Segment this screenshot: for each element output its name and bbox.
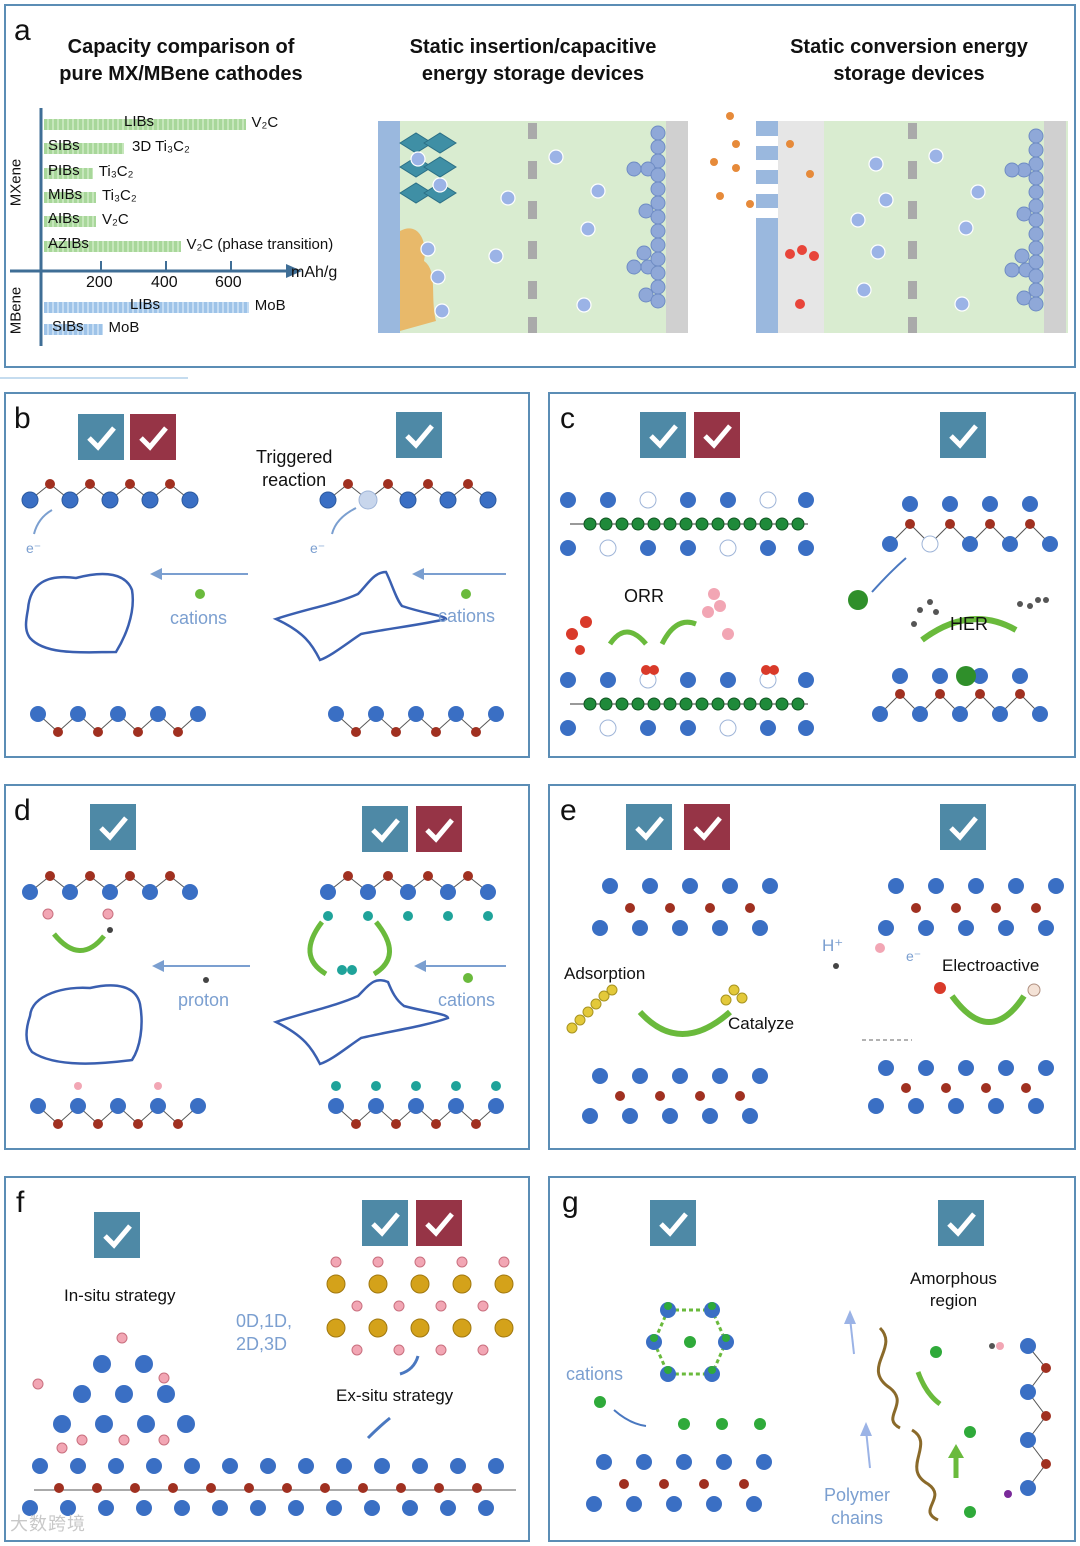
check-icon (694, 412, 740, 458)
electron-label: e⁻ (310, 540, 326, 556)
capacity-bar (44, 216, 96, 227)
bar-battery-label: LIBs (124, 113, 155, 130)
panel-d: d proton cations (4, 784, 530, 1150)
check-icon (650, 1200, 696, 1246)
panel-a-title-mid: Static insertion/capacitive energy stora… (409, 36, 657, 85)
bar-battery-label: MIBs (48, 186, 83, 203)
adsorption-label: Adsorption (564, 964, 646, 983)
in-situ-label: In-situ strategy (64, 1286, 176, 1305)
proton-label: proton (178, 990, 230, 1010)
capacity-bar (44, 143, 124, 154)
h-plus-label: H⁺ (822, 936, 844, 955)
x-tick-400: 400 (151, 274, 178, 291)
check-icon (684, 804, 730, 850)
bar-material-label: MoB (254, 297, 286, 314)
check-icon (396, 412, 442, 458)
panel-b-letter: b (14, 402, 31, 435)
check-icon (362, 806, 408, 852)
panel-g-letter: g (562, 1186, 579, 1219)
bar-material-label: MoB (108, 319, 140, 336)
bar-material-label: Ti₃C₂ (102, 187, 137, 204)
bar-battery-label: LIBs (130, 296, 161, 313)
ex-situ-label: Ex-situ strategy (336, 1386, 454, 1405)
conversion-device-schematic (710, 112, 1068, 333)
cations-label: cations (170, 608, 228, 628)
panel-g: g Amorphous region cations Polymer chain… (548, 1176, 1076, 1542)
panel-a: a Capacity comparison of pure MX/MBene c… (4, 4, 1076, 368)
x-axis-unit: mAh/g (291, 264, 338, 281)
separator-line (0, 377, 188, 379)
orr-label: ORR (624, 586, 664, 606)
amorphous-region-label: Amorphous region (910, 1269, 997, 1311)
panel-a-title-right: Static conversion energy storage devices (790, 36, 1028, 85)
panel-f: f In-situ strategy 0D,1D, 2D,3D Ex-situ … (4, 1176, 530, 1542)
capacity-bar (44, 119, 246, 130)
check-icon (940, 804, 986, 850)
bar-material-label: V₂C (102, 211, 129, 228)
bar-battery-label: PIBs (48, 162, 80, 179)
check-icon (626, 804, 672, 850)
watermark: 大数跨境 (10, 1514, 86, 1534)
panel-c-graphics (560, 491, 1058, 737)
mbene-axis-label: MBene (7, 286, 25, 335)
capacity-chart-axes (10, 108, 302, 346)
bar-battery-label: AIBs (48, 210, 80, 227)
triggered-reaction-label: Triggered reaction (256, 447, 333, 491)
panel-b: b Triggered reaction e⁻ e⁻ cations catio… (4, 392, 530, 758)
panel-b-graphics (21, 479, 506, 737)
bar-material-label: 3D Ti₃C₂ (132, 138, 190, 155)
check-icon (940, 412, 986, 458)
electroactive-label: Electroactive (942, 956, 1040, 975)
panel-d-letter: d (14, 794, 31, 827)
mxene-axis-label: MXene (7, 158, 25, 207)
check-icon (362, 1200, 408, 1246)
check-icon (130, 414, 176, 460)
catalyze-label: Catalyze (728, 1014, 795, 1033)
capacity-bar (44, 192, 96, 203)
check-icon (640, 412, 686, 458)
bar-material-label: V₂C (phase transition) (186, 236, 334, 253)
capacity-bar (44, 324, 103, 335)
electron-label: e⁻ (906, 948, 922, 964)
panel-c: c ORR HER (548, 392, 1076, 758)
capacity-bar (44, 302, 249, 313)
check-icon (94, 1212, 140, 1258)
bar-battery-label: SIBs (52, 318, 84, 335)
check-icon (78, 414, 124, 460)
bar-battery-label: AZIBs (48, 235, 89, 252)
electron-label: e⁻ (26, 540, 42, 556)
panel-e-letter: e (560, 794, 577, 827)
cations-label: cations (566, 1364, 624, 1384)
capacity-bar (44, 168, 93, 179)
her-label: HER (950, 614, 989, 634)
panel-f-letter: f (16, 1186, 25, 1219)
insertion-device-schematic (378, 121, 688, 333)
panel-a-title-left: Capacity comparison of pure MX/MBene cat… (59, 36, 303, 85)
panel-d-graphics (22, 871, 506, 1129)
bar-material-label: Ti₃C₂ (98, 163, 134, 180)
check-icon (416, 806, 462, 852)
x-tick-200: 200 (86, 274, 113, 291)
x-tick-600: 600 (215, 274, 242, 291)
panel-f-graphics (22, 1256, 516, 1516)
cations-label: cations (438, 990, 496, 1010)
bar-material-label: V₂C (251, 114, 279, 131)
dimensions-label: 0D,1D, 2D,3D (236, 1311, 293, 1354)
panel-g-graphics (586, 1302, 1051, 1522)
panel-e-graphics (566, 878, 1064, 1124)
check-icon (416, 1200, 462, 1246)
panel-c-letter: c (560, 402, 575, 435)
check-icon (90, 804, 136, 850)
check-icon (938, 1200, 984, 1246)
bar-battery-label: SIBs (48, 137, 80, 154)
capacity-bar (44, 241, 181, 252)
panel-e: e Adsorption Catalyze H⁺ e⁻ Electroactiv… (548, 784, 1076, 1150)
panel-a-letter: a (14, 14, 31, 47)
cations-label: cations (438, 606, 496, 626)
polymer-chains-label: Polymer chains (824, 1485, 891, 1529)
